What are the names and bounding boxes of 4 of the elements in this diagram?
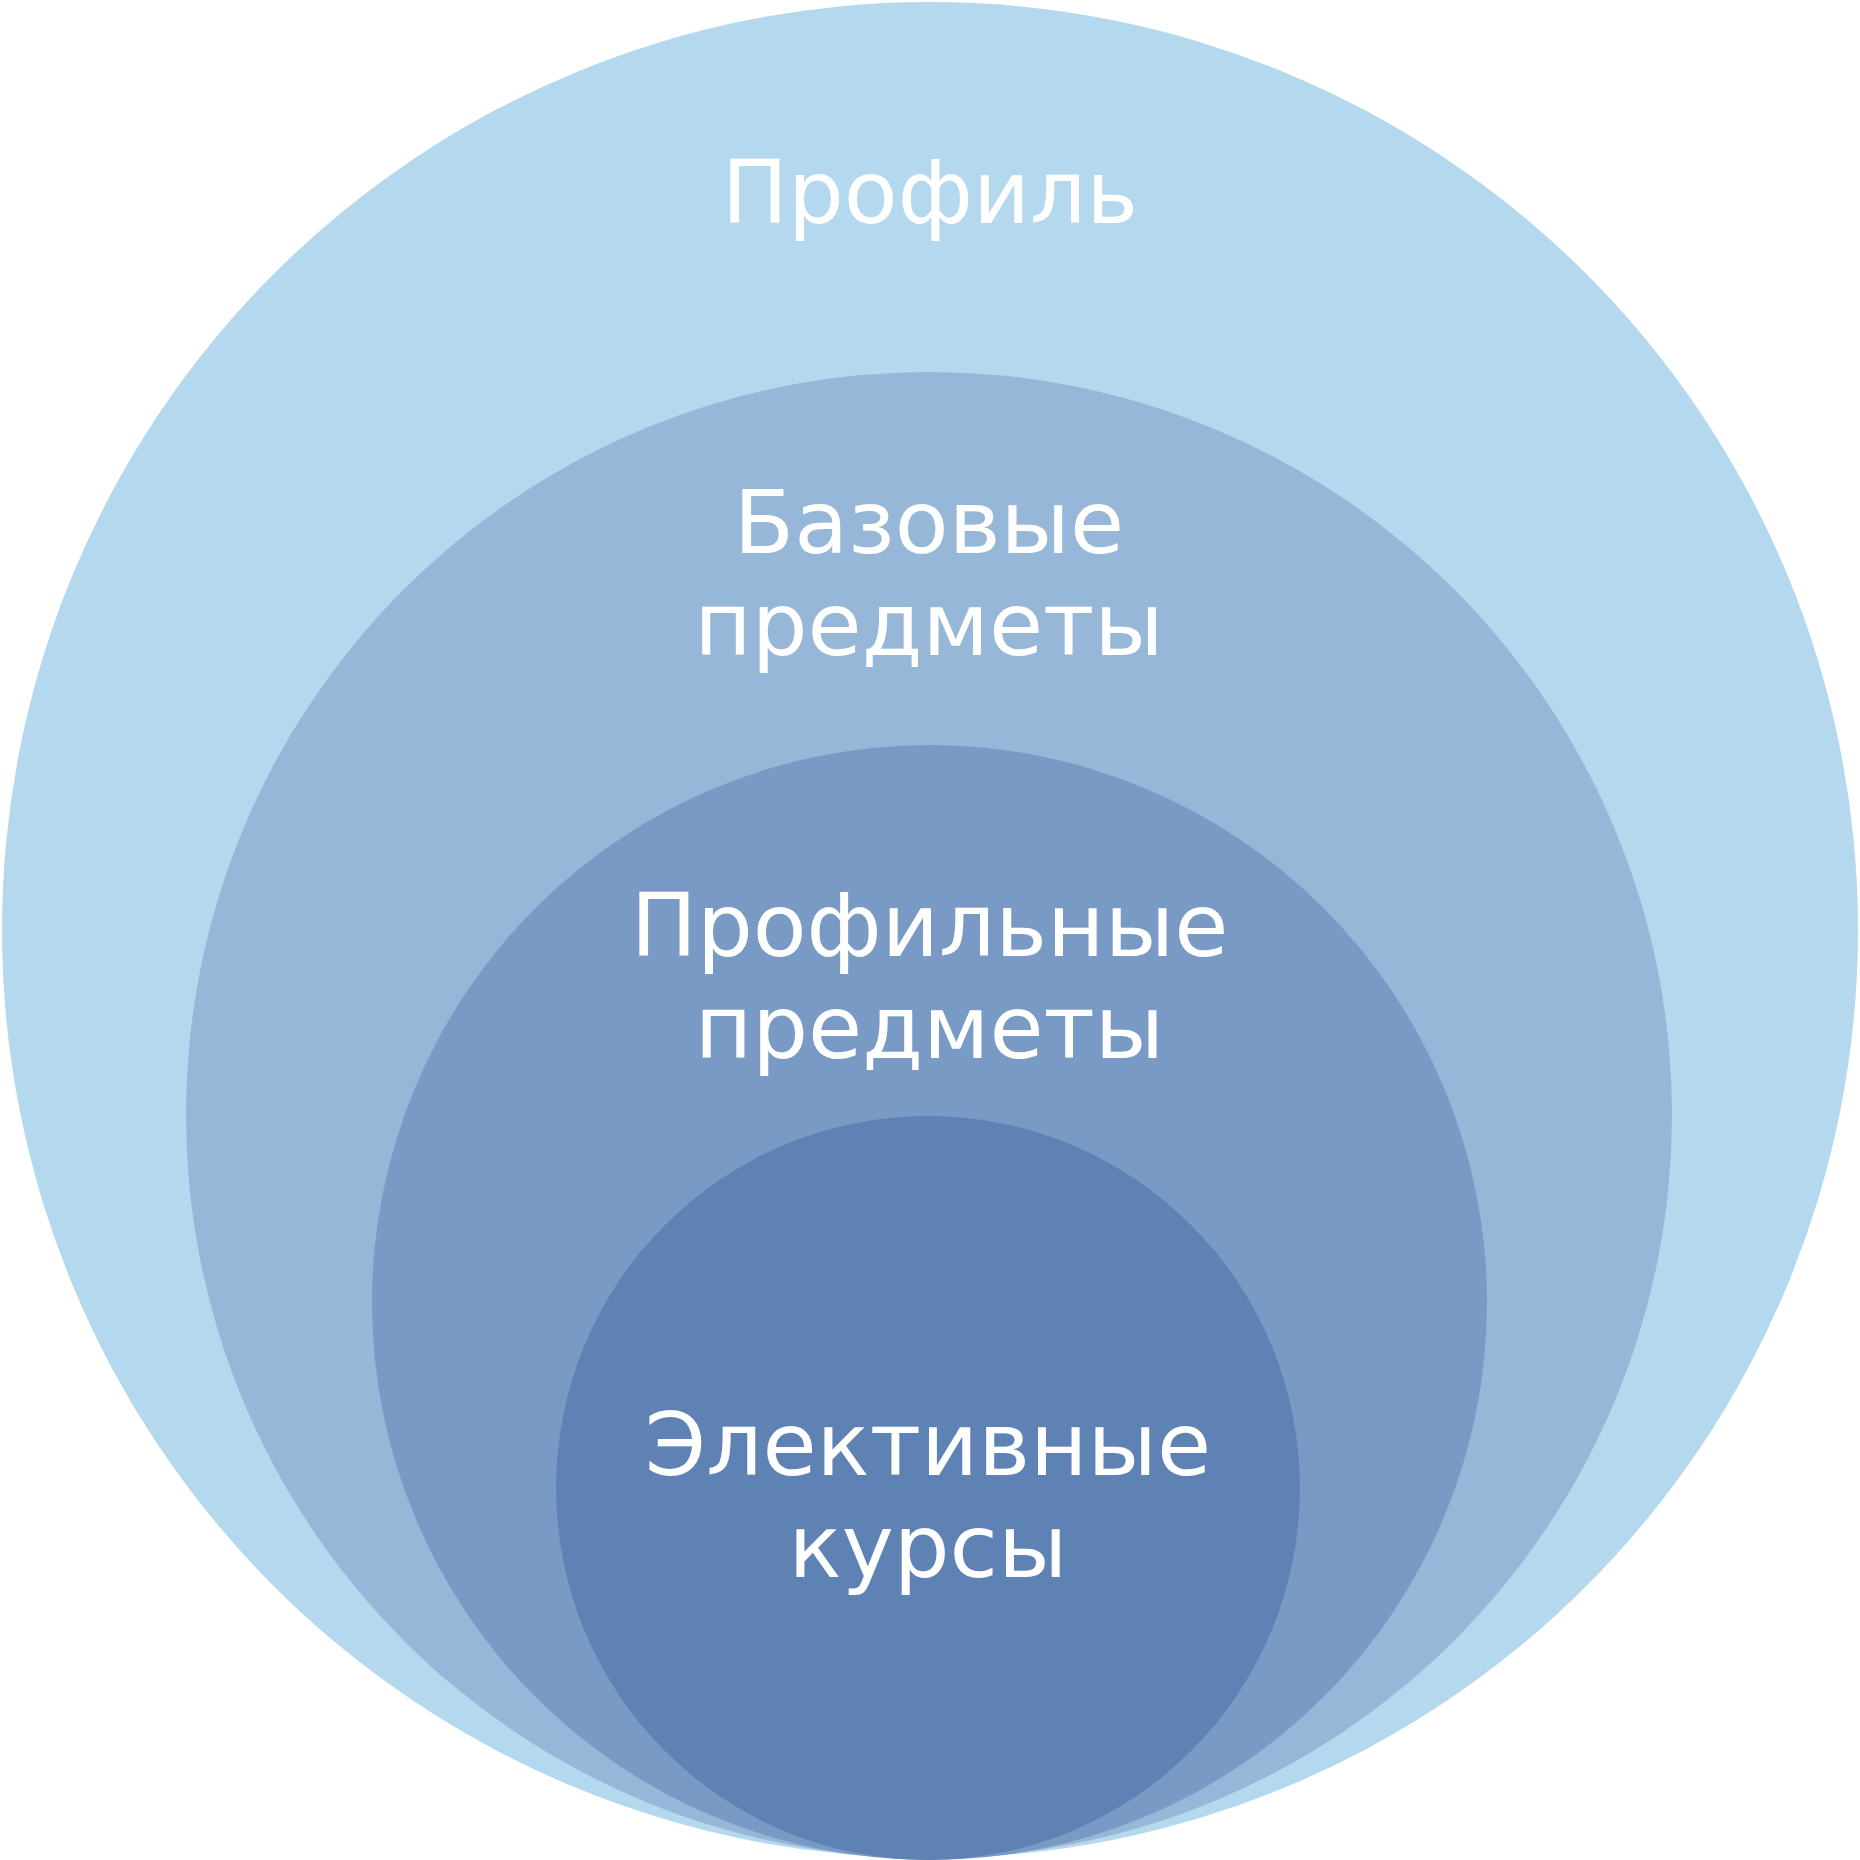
circle-label: Элективные курсы	[643, 1394, 1213, 1598]
circle-label: Профильные предметы	[629, 875, 1230, 1079]
circle-label: Базовые предметы	[693, 472, 1165, 676]
circle-label: Профиль	[720, 142, 1140, 244]
